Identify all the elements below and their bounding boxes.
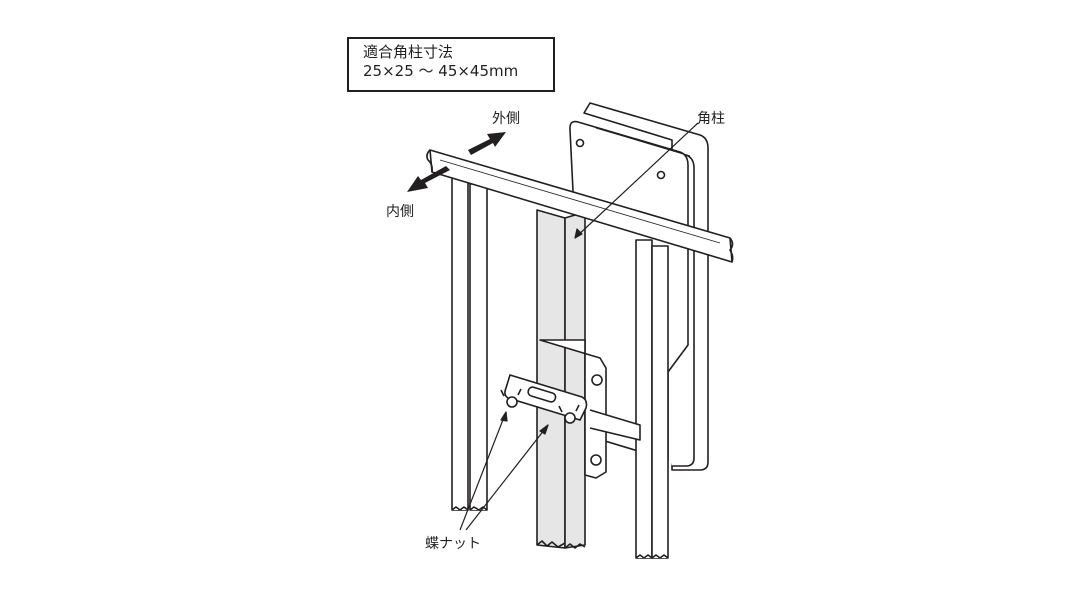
fence-rail-right [635, 239, 669, 559]
square-post [536, 209, 586, 549]
mounting-bracket [504, 339, 641, 479]
wing-nut-icon [500, 388, 580, 424]
spec-title: 適合角柱寸法 [363, 43, 454, 61]
label-inside: 内側 [386, 204, 414, 220]
top-crossbar [426, 149, 734, 263]
label-wing-nut: 蝶ナット [425, 536, 481, 552]
label-outside: 外側 [492, 111, 520, 127]
fence-rails-left [451, 177, 488, 511]
inside-arrow-icon [407, 166, 450, 192]
compatible-post-size-box: 適合角柱寸法 25×25 ～ 45×45mm [347, 37, 555, 92]
leader-lines [459, 122, 699, 531]
spec-range: 25×25 ～ 45×45mm [363, 62, 519, 80]
outside-arrow-icon [468, 132, 506, 155]
label-post: 角柱 [697, 111, 725, 127]
